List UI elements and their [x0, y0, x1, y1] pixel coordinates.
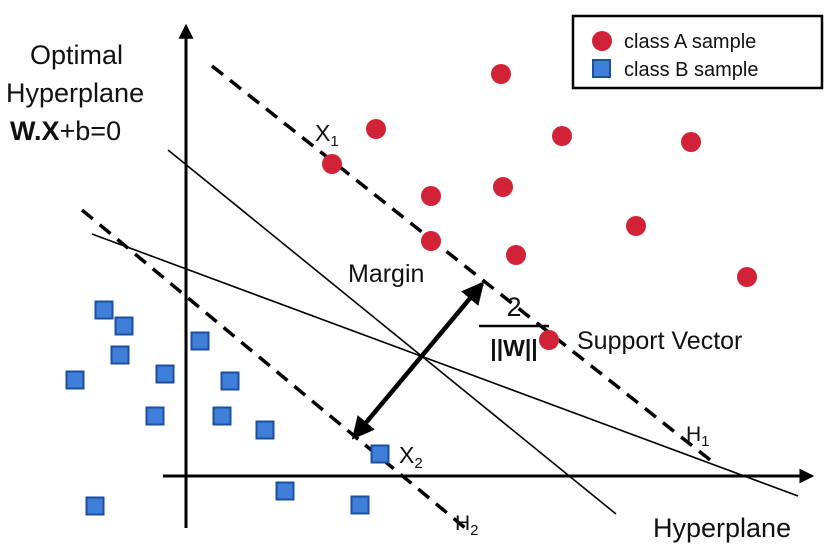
- x1-main: X: [315, 120, 330, 146]
- class-a-point: [737, 267, 757, 287]
- x1-subscript: 1: [330, 133, 338, 150]
- class-a-point: [552, 126, 572, 146]
- h1-subscript: 1: [701, 433, 709, 450]
- class-a-point: [626, 216, 646, 236]
- class-b-point: [155, 364, 175, 384]
- legend-box: [571, 14, 824, 90]
- h1-dashed-line: [210, 64, 716, 465]
- class-b-point: [85, 496, 105, 516]
- h2-dashed-line: [80, 208, 472, 534]
- class-a-point: [491, 64, 511, 84]
- class-a-point: [421, 231, 441, 251]
- x1-label: X1: [315, 120, 339, 150]
- class-a-legend-marker: [592, 31, 612, 51]
- legend: class A sample class B sample: [571, 14, 824, 90]
- class-b-point: [275, 481, 295, 501]
- h1-label: H1: [686, 423, 710, 450]
- class-b-point: [220, 371, 240, 391]
- class-a-point: [366, 119, 386, 139]
- class-b-point: [65, 370, 85, 390]
- support-vector-label: Support Vector: [577, 327, 742, 355]
- h2-label: H2: [455, 512, 479, 539]
- class-b-point: [212, 406, 232, 426]
- class-b-legend-marker: [592, 59, 611, 78]
- formula-rest-part: +b=0: [60, 116, 122, 146]
- axes: [163, 23, 815, 528]
- class-b-legend-label: class B sample: [624, 59, 759, 81]
- h2-subscript: 2: [470, 522, 478, 539]
- class-b-point: [255, 420, 275, 440]
- margin-arrow: [351, 281, 485, 440]
- class-b-point: [94, 300, 114, 320]
- hyperplane-label: Hyperplane: [653, 513, 791, 543]
- class-a-point: [322, 154, 342, 174]
- class-a-legend-label: class A sample: [624, 31, 756, 53]
- class-b-point: [145, 406, 165, 426]
- optimal-hyperplane-label-line2: Hyperplane: [6, 78, 144, 108]
- formula-bold-part: W.X: [10, 116, 60, 146]
- class-a-point: [493, 177, 513, 197]
- hyperplane-formula: W.X+b=0: [10, 116, 121, 146]
- class-a-point: [681, 132, 701, 152]
- h2-main: H: [455, 512, 470, 535]
- h1-main: H: [686, 423, 701, 446]
- x2-label: X2: [399, 442, 423, 472]
- class-a-points: [322, 64, 757, 350]
- class-a-point: [539, 330, 559, 350]
- class-b-points: [65, 300, 390, 516]
- class-a-point: [421, 186, 441, 206]
- fraction-denominator: ||W||: [490, 335, 537, 361]
- diagram-labels: Optimal Hyperplane W.X+b=0 Margin 2 ||W|…: [6, 40, 791, 543]
- margin-label: Margin: [348, 260, 424, 288]
- class-b-point: [114, 316, 134, 336]
- class-b-point: [190, 331, 210, 351]
- x2-main: X: [399, 442, 414, 468]
- class-a-point: [506, 245, 526, 265]
- class-b-point: [110, 345, 130, 365]
- optimal-hyperplane-label-line1: Optimal: [30, 40, 123, 70]
- candidate-hyperplane-line-2: [91, 233, 799, 497]
- class-b-point: [370, 444, 390, 464]
- class-b-point: [350, 495, 370, 515]
- margin-boundaries: [80, 64, 716, 534]
- x2-subscript: 2: [414, 455, 422, 472]
- fraction-numerator: 2: [506, 292, 521, 322]
